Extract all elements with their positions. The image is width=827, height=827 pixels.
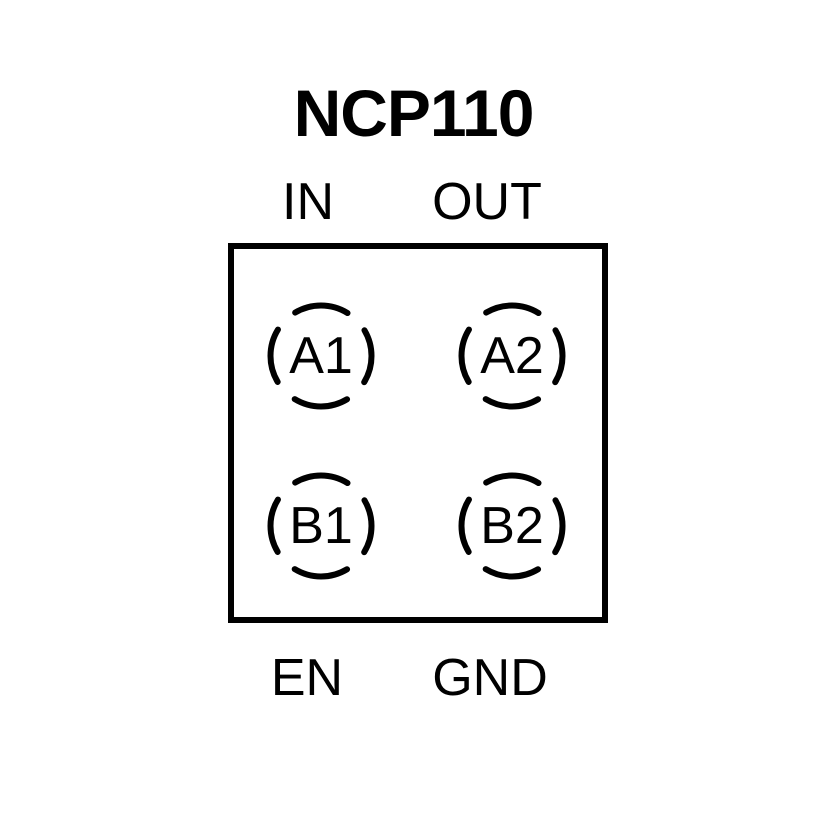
- pad-label-b2: B2: [480, 497, 544, 555]
- pad-circle-b1: [267, 472, 375, 580]
- pin-label-out: OUT: [432, 173, 542, 231]
- pad-label-a2: A2: [480, 327, 544, 385]
- pin-label-in: IN: [282, 173, 334, 231]
- pin-label-gnd: GND: [432, 649, 548, 707]
- pad-circle-b2: [458, 472, 566, 580]
- package-outline: [228, 243, 608, 623]
- pad-label-a1: A1: [289, 327, 353, 385]
- pad-label-b1: B1: [289, 497, 353, 555]
- chip-title: NCP110: [293, 76, 535, 150]
- pin-label-en: EN: [270, 649, 344, 707]
- pad-circle-a2: [458, 302, 566, 410]
- pad-circle-a1: [267, 302, 375, 410]
